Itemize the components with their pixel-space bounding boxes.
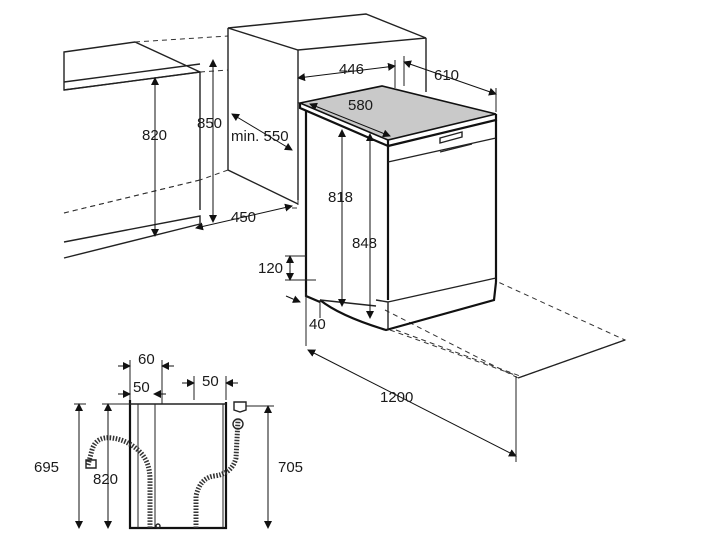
label-818: 818 [328, 189, 353, 206]
dim-446: 446 [297, 60, 396, 100]
dim-1200: 1200 [307, 349, 517, 462]
label-450: 450 [231, 209, 256, 226]
floor-outline [63, 179, 627, 379]
label-820-niche: 820 [142, 127, 167, 144]
label-820-rear: 820 [93, 471, 118, 488]
label-min-550: min. 550 [231, 128, 289, 145]
label-1200: 1200 [380, 389, 413, 406]
dim-850: 850 [197, 59, 222, 223]
dim-820-niche: 820 [142, 77, 167, 237]
dim-848: 848 [352, 133, 377, 319]
label-50-right: 50 [202, 373, 219, 390]
dim-40: 40 [285, 292, 326, 346]
label-50-left: 50 [133, 379, 150, 396]
dishwasher-body [297, 85, 498, 332]
label-446: 446 [339, 61, 364, 78]
label-850: 850 [197, 115, 222, 132]
rear-view: 60 50 50 695 820 705 [34, 351, 303, 530]
dim-580: 580 [309, 97, 391, 138]
dim-120: 120 [258, 255, 316, 281]
label-580: 580 [348, 97, 373, 114]
label-120: 120 [258, 260, 283, 277]
label-60: 60 [138, 351, 155, 368]
dim-610: 610 [403, 56, 497, 112]
label-705: 705 [278, 459, 303, 476]
label-610: 610 [434, 67, 459, 84]
left-cabinet [63, 35, 229, 259]
dim-818: 818 [328, 129, 353, 307]
label-695: 695 [34, 459, 59, 476]
label-40: 40 [309, 316, 326, 333]
dim-min-550: min. 550 [231, 113, 293, 151]
dim-450: 450 [195, 203, 293, 231]
label-848: 848 [352, 235, 377, 252]
